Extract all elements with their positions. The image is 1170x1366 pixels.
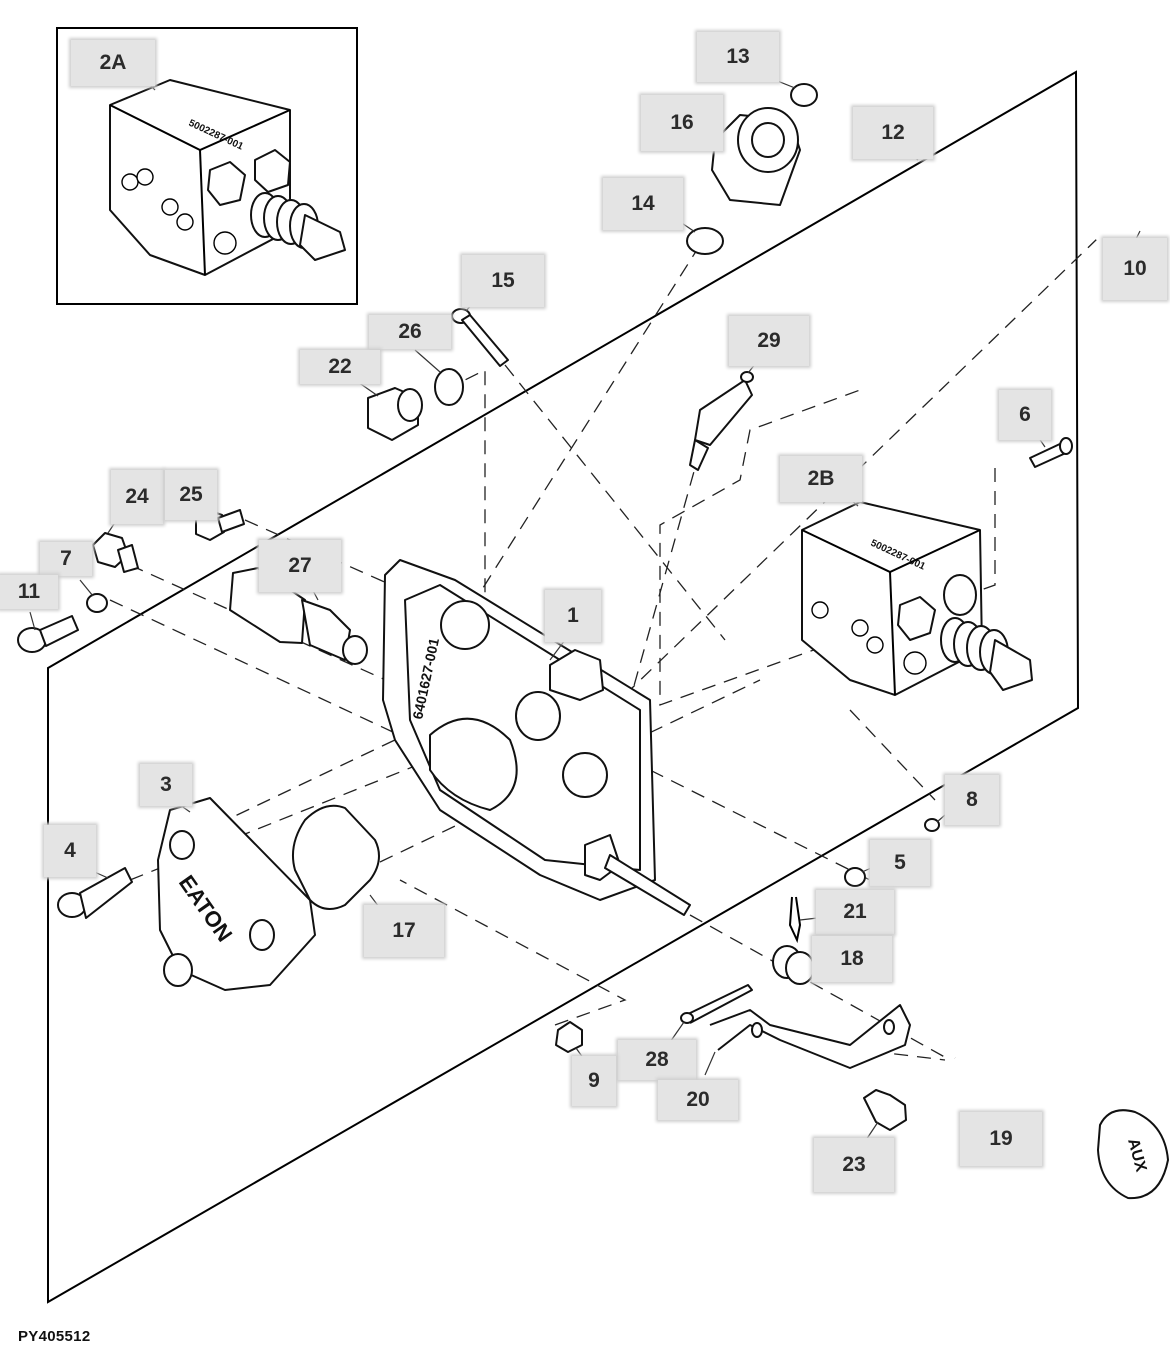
callout-10[interactable]: 10 (1103, 238, 1167, 300)
fitting-16-drawing (686, 83, 818, 255)
callout-14[interactable]: 14 (603, 178, 683, 230)
callout-11[interactable]: 11 (0, 575, 58, 609)
callout-6[interactable]: 6 (999, 390, 1051, 440)
inset-frame (56, 27, 358, 305)
callout-24[interactable]: 24 (111, 470, 163, 524)
valve-section-2a-drawing: 5002287-001 (109, 79, 346, 276)
bolt-15-drawing (451, 308, 509, 367)
callout-5[interactable]: 5 (870, 840, 930, 886)
cover-3-drawing: EATON (57, 797, 316, 991)
callout-21[interactable]: 21 (816, 890, 894, 934)
callout-8[interactable]: 8 (945, 775, 999, 825)
callout-23[interactable]: 23 (814, 1138, 894, 1192)
callout-9[interactable]: 9 (572, 1056, 616, 1106)
callout-18[interactable]: 18 (812, 936, 892, 982)
callout-7[interactable]: 7 (40, 542, 92, 576)
valve-section-2b-drawing: 5002287-001 (801, 501, 1033, 696)
callout-1[interactable]: 1 (545, 590, 601, 642)
callout-2a[interactable]: 2A (71, 40, 155, 86)
mounting-plane (47, 70, 1080, 1304)
callout-19[interactable]: 19 (960, 1112, 1042, 1166)
valve-body-1-drawing: 6401627-001 (382, 559, 691, 916)
callout-28[interactable]: 28 (618, 1040, 696, 1080)
callout-16[interactable]: 16 (641, 95, 723, 151)
callout-27[interactable]: 27 (259, 540, 341, 592)
screw-6-drawing (1029, 437, 1073, 468)
callout-3[interactable]: 3 (140, 764, 192, 806)
figure-code: PY405512 (18, 1328, 91, 1345)
callout-13[interactable]: 13 (697, 32, 779, 82)
linkage-parts-drawing: AUX (555, 818, 1169, 1200)
callout-20[interactable]: 20 (658, 1080, 738, 1120)
callout-17[interactable]: 17 (364, 905, 444, 957)
gasket-17-drawing (292, 804, 380, 910)
sensor-29-drawing (689, 371, 754, 471)
relief-valve-27-drawing (229, 567, 368, 665)
callout-2b[interactable]: 2B (780, 456, 862, 502)
callout-4[interactable]: 4 (44, 825, 96, 877)
callout-29[interactable]: 29 (729, 316, 809, 366)
callout-22[interactable]: 22 (300, 350, 380, 384)
pin-10-drawing (1095, 224, 1153, 241)
callout-26[interactable]: 26 (369, 315, 451, 349)
callout-12[interactable]: 12 (853, 107, 933, 159)
callout-15[interactable]: 15 (462, 255, 544, 307)
plug-22-drawing (367, 368, 464, 441)
callout-25[interactable]: 25 (165, 470, 217, 520)
